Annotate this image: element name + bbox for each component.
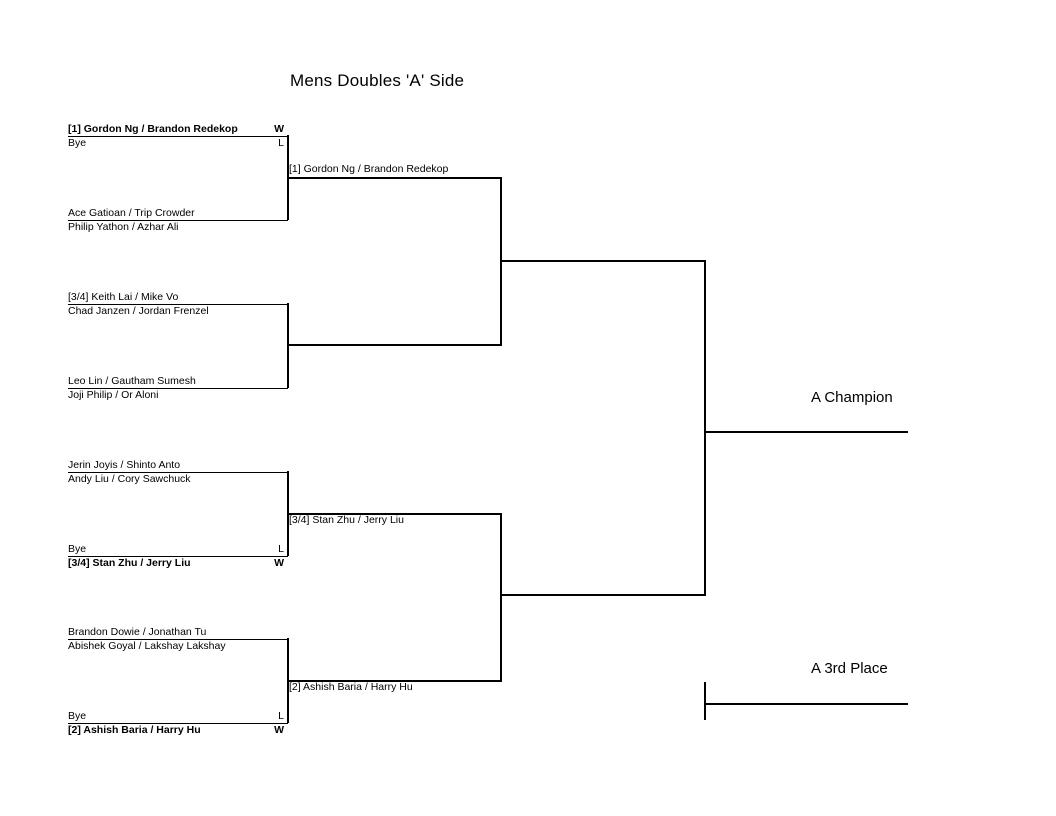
- bracket-slot[interactable]: [2] Ashish Baria / Harry Hu W: [68, 723, 288, 737]
- slot-player-name: Philip Yathon / Azhar Ali: [68, 221, 179, 233]
- slot-player-name: Abishek Goyal / Lakshay Lakshay: [68, 640, 226, 652]
- third-place-result-line: [704, 703, 908, 705]
- slot-player-name: Ace Gatioan / Trip Crowder: [68, 207, 195, 219]
- bracket-connector-horizontal: [287, 177, 502, 179]
- slot-player-name: Bye: [68, 710, 87, 722]
- bracket-slot[interactable]: Chad Janzen / Jordan Frenzel: [68, 304, 288, 318]
- third-place-title: A 3rd Place: [811, 660, 888, 677]
- slot-player-name: [1] Gordon Ng / Brandon Redekop: [68, 123, 238, 135]
- bracket-slot[interactable]: [1] Gordon Ng / Brandon Redekop W: [68, 122, 288, 137]
- slot-result: L: [278, 543, 284, 555]
- champion-title: A Champion: [811, 389, 893, 406]
- bracket-connector-horizontal: [500, 260, 706, 262]
- bracket-slot[interactable]: Ace Gatioan / Trip Crowder: [68, 206, 288, 221]
- advancing-team-label: [3/4] Stan Zhu / Jerry Liu: [289, 514, 404, 526]
- slot-result: W: [274, 123, 284, 135]
- slot-result: L: [278, 137, 284, 149]
- slot-player-name: [3/4] Keith Lai / Mike Vo: [68, 291, 179, 303]
- bracket-slot[interactable]: [3/4] Keith Lai / Mike Vo: [68, 290, 288, 305]
- slot-player-name: Joji Philip / Or Aloni: [68, 389, 159, 401]
- slot-player-name: Chad Janzen / Jordan Frenzel: [68, 305, 209, 317]
- bracket-slot[interactable]: Brandon Dowie / Jonathan Tu: [68, 625, 288, 640]
- advancing-team-label: [1] Gordon Ng / Brandon Redekop: [289, 163, 449, 175]
- bracket-slot[interactable]: Joji Philip / Or Aloni: [68, 388, 288, 402]
- bracket-connector-horizontal: [287, 513, 502, 515]
- bracket-slot[interactable]: Abishek Goyal / Lakshay Lakshay: [68, 639, 288, 653]
- bracket-connector-vertical: [500, 513, 502, 682]
- bracket-slot[interactable]: Bye L: [68, 542, 288, 557]
- bracket-connector-vertical: [704, 260, 706, 596]
- slot-player-name: Andy Liu / Cory Sawchuck: [68, 473, 191, 485]
- slot-player-name: [2] Ashish Baria / Harry Hu: [68, 724, 201, 736]
- slot-player-name: Brandon Dowie / Jonathan Tu: [68, 626, 207, 638]
- bracket-slot[interactable]: Leo Lin / Gautham Sumesh: [68, 374, 288, 389]
- champion-result-line: [704, 431, 908, 433]
- advancing-team-label: [2] Ashish Baria / Harry Hu: [289, 681, 413, 693]
- slot-result: W: [274, 724, 284, 736]
- slot-player-name: Leo Lin / Gautham Sumesh: [68, 375, 196, 387]
- slot-player-name: Bye: [68, 543, 87, 555]
- bracket-slot[interactable]: Bye L: [68, 709, 288, 724]
- slot-player-name: Bye: [68, 137, 87, 149]
- bracket-slot[interactable]: Jerin Joyis / Shinto Anto: [68, 458, 288, 473]
- bracket-slot[interactable]: Philip Yathon / Azhar Ali: [68, 220, 288, 234]
- bracket-slot[interactable]: Andy Liu / Cory Sawchuck: [68, 472, 288, 486]
- slot-player-name: Jerin Joyis / Shinto Anto: [68, 459, 181, 471]
- slot-result: L: [278, 710, 284, 722]
- bracket-connector-horizontal: [287, 344, 502, 346]
- third-place-connector-vertical: [704, 682, 706, 720]
- slot-player-name: [3/4] Stan Zhu / Jerry Liu: [68, 557, 191, 569]
- bracket-slot[interactable]: Bye L: [68, 136, 288, 150]
- bracket-slot[interactable]: [3/4] Stan Zhu / Jerry Liu W: [68, 556, 288, 570]
- page-title: Mens Doubles 'A' Side: [290, 71, 465, 90]
- slot-result: W: [274, 557, 284, 569]
- bracket-connector-horizontal: [287, 680, 502, 682]
- bracket-connector-horizontal: [500, 594, 706, 596]
